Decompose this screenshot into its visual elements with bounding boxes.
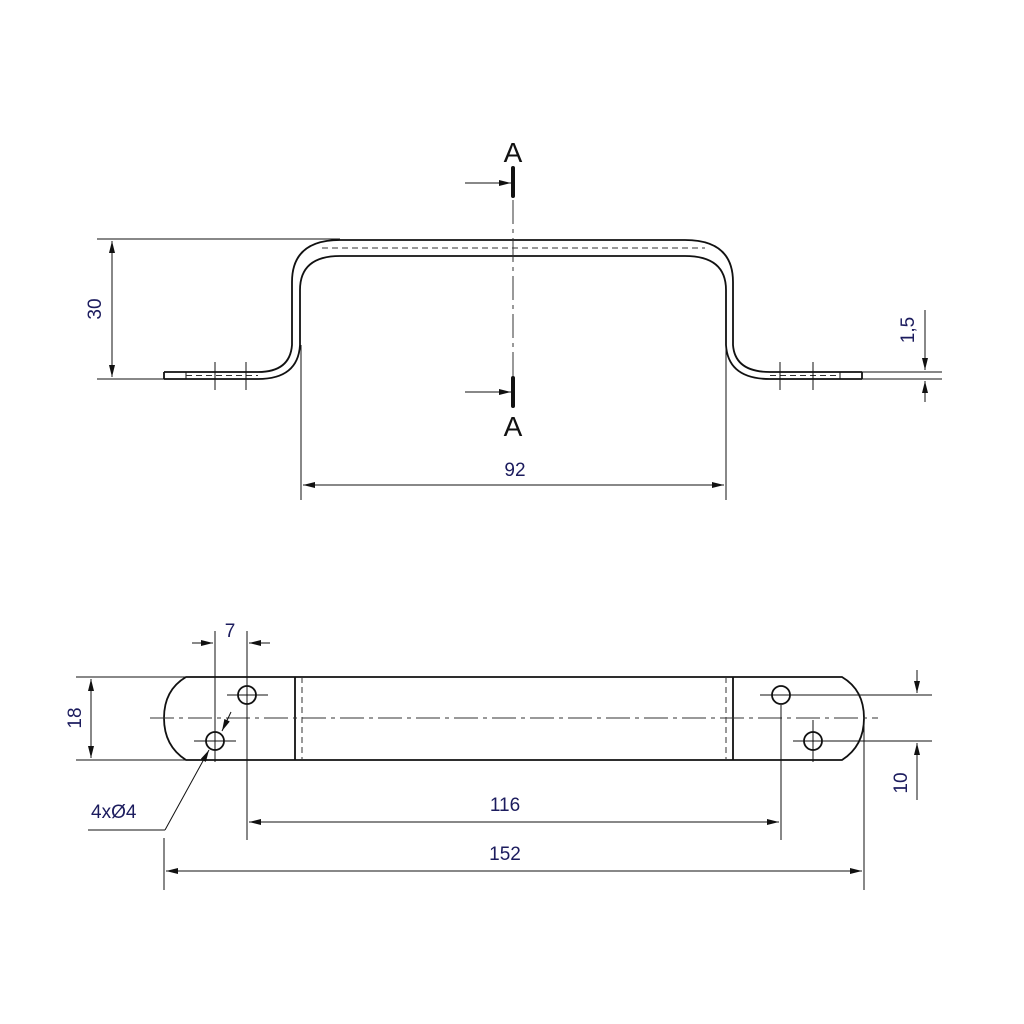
hole-callout-text: 4xØ4 xyxy=(91,802,137,823)
dimension-height: 30 xyxy=(85,238,340,380)
section-label-bottom: A xyxy=(504,411,523,442)
dimension-width: 18 xyxy=(65,676,186,761)
dim-hole-spacing-value: 10 xyxy=(891,772,912,793)
dimension-inner-width: 92 xyxy=(300,345,727,500)
dim-overall-length-value: 152 xyxy=(489,844,521,865)
hole-callout: 4xØ4 xyxy=(88,711,232,831)
front-view: A A 30 1,5 92 xyxy=(85,137,942,500)
section-cut-line: A A xyxy=(465,137,523,442)
dim-width-value: 18 xyxy=(65,707,86,728)
dimension-thickness: 1,5 xyxy=(862,310,942,402)
dim-thickness-value: 1,5 xyxy=(898,317,919,343)
dimension-overall-length: 152 xyxy=(163,720,865,890)
plate-outline xyxy=(163,676,865,761)
dimension-hole-pitch: 116 xyxy=(249,705,782,840)
dimension-hole-offset: 7 xyxy=(192,621,270,840)
hole-top-right xyxy=(760,685,932,705)
dim-hole-offset-value: 7 xyxy=(225,621,236,642)
dim-inner-width-value: 92 xyxy=(504,460,525,481)
dim-hole-pitch-value: 116 xyxy=(490,795,520,816)
hole-bottom-right xyxy=(793,720,932,762)
section-label-top: A xyxy=(504,137,523,168)
dim-height-value: 30 xyxy=(85,298,106,319)
dimension-hole-spacing: 10 xyxy=(891,670,920,800)
top-view: 7 18 10 4xØ4 116 xyxy=(65,621,932,890)
